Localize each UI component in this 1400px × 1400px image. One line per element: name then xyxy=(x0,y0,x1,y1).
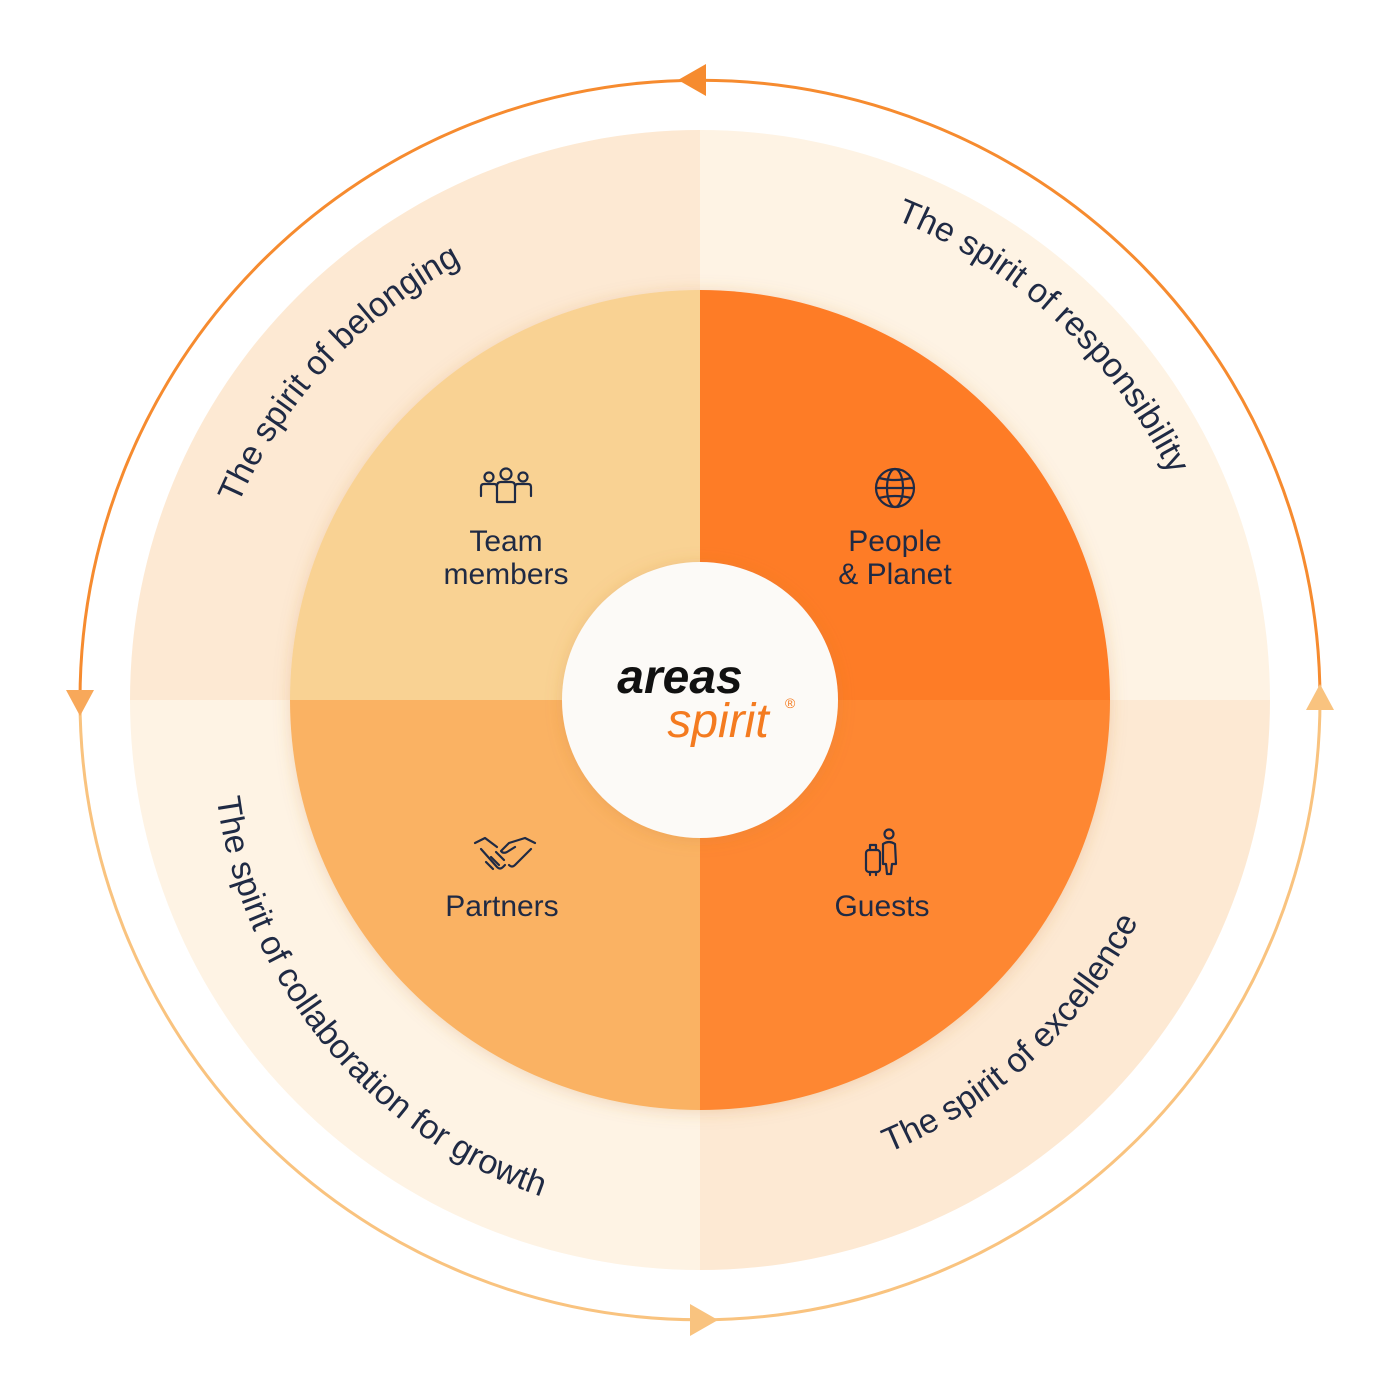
areas-spirit-logo: areas spirit ® xyxy=(617,651,796,748)
quadrant-team-members xyxy=(290,290,700,700)
globe-icon xyxy=(874,467,916,509)
cycle-ring xyxy=(66,64,1334,1336)
partners-label: Partners xyxy=(445,890,558,923)
logo-word-spirit: spirit xyxy=(667,695,770,748)
traveler-icon xyxy=(864,828,898,877)
logo-word-areas: areas xyxy=(617,651,742,704)
team-icon xyxy=(479,467,533,504)
logo-registered-mark: ® xyxy=(785,695,796,711)
cycle-arrow-right xyxy=(1306,684,1334,710)
quadrant-partners xyxy=(290,700,700,1110)
inner-circle xyxy=(290,290,1110,1110)
team-label-line1: Team xyxy=(469,525,542,558)
quadrant-people-planet xyxy=(700,290,1110,700)
cycle-arrow-bottom xyxy=(690,1304,718,1336)
center-circle xyxy=(562,562,838,838)
people-label-line1: People xyxy=(848,525,941,558)
cycle-arrow-left xyxy=(66,690,94,716)
handshake-icon xyxy=(473,836,537,871)
quadrant-guests xyxy=(700,700,1110,1110)
cycle-arrow-top xyxy=(678,64,706,96)
people-label-line2: & Planet xyxy=(838,558,952,591)
guests-label: Guests xyxy=(834,890,929,923)
team-label-line2: members xyxy=(443,558,568,591)
